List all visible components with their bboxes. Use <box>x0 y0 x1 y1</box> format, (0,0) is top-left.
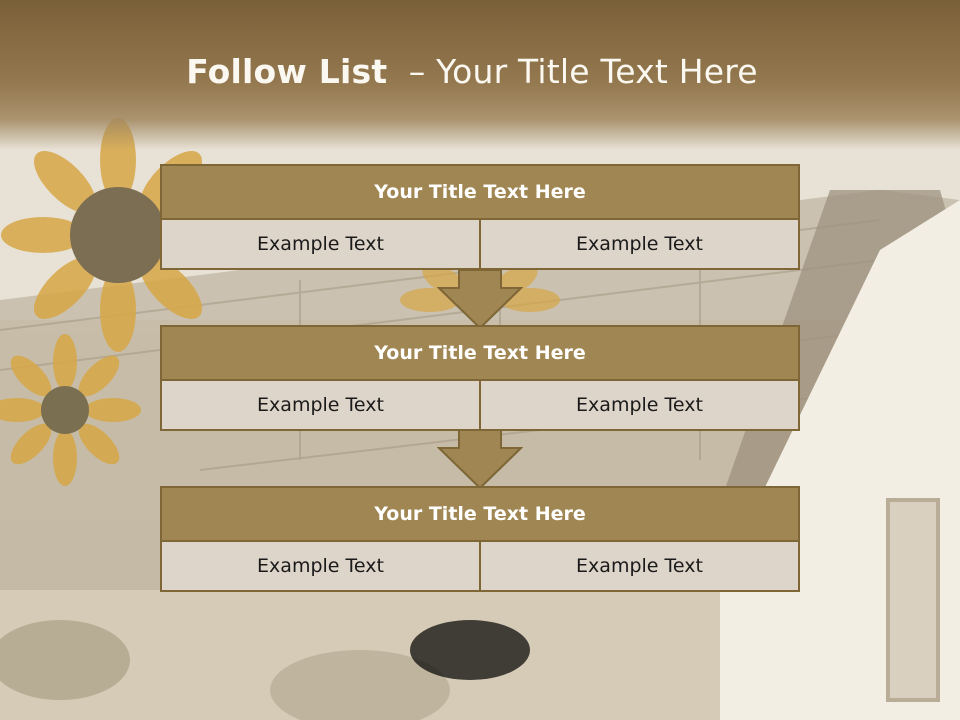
block-row: Example Text Example Text <box>160 542 800 592</box>
list-block-3: Your Title Text Here Example Text Exampl… <box>160 486 800 592</box>
block-title: Your Title Text Here <box>160 486 800 542</box>
down-arrow-icon <box>437 270 523 330</box>
block-cell-left: Example Text <box>160 542 481 592</box>
block-cell-left: Example Text <box>160 220 481 270</box>
slide-title: Follow List – Your Title Text Here <box>0 52 944 91</box>
block-title: Your Title Text Here <box>160 164 800 220</box>
block-cell-left: Example Text <box>160 381 481 431</box>
list-block-2: Your Title Text Here Example Text Exampl… <box>160 325 800 431</box>
slide-title-rest: – Your Title Text Here <box>387 52 758 91</box>
block-cell-right: Example Text <box>479 381 800 431</box>
down-arrow-icon <box>437 430 523 490</box>
block-row: Example Text Example Text <box>160 381 800 431</box>
block-title: Your Title Text Here <box>160 325 800 381</box>
header-band <box>0 0 960 150</box>
block-row: Example Text Example Text <box>160 220 800 270</box>
slide-title-bold: Follow List <box>186 52 388 91</box>
list-block-1: Your Title Text Here Example Text Exampl… <box>160 164 800 270</box>
block-cell-right: Example Text <box>479 220 800 270</box>
block-cell-right: Example Text <box>479 542 800 592</box>
